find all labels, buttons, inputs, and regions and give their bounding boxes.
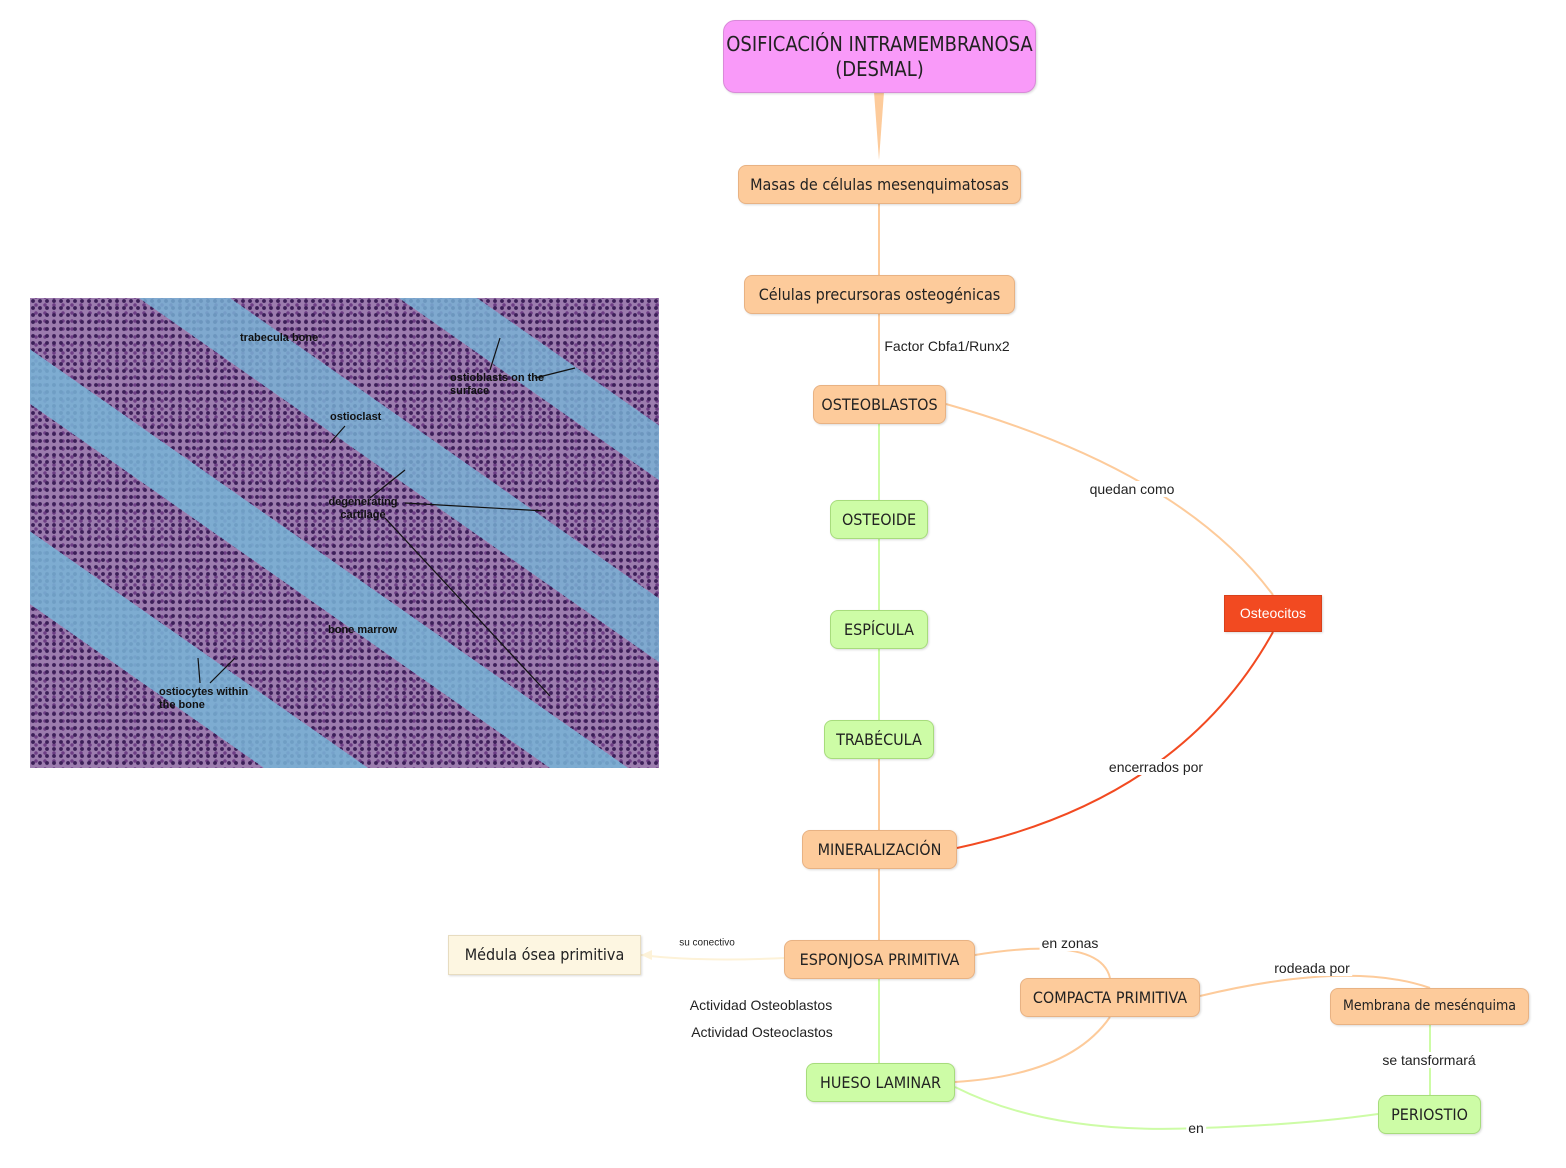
label-en: en [1186,1120,1206,1136]
label-su-conectivo: su conectivo [677,937,737,949]
micro-label-trabecula: trabecula bone [240,332,319,344]
label-encerrados-por: encerrados por [1106,759,1206,775]
node-mineralizacion[interactable]: MINERALIZACIÓN [802,830,957,869]
label-se-transformara: se tansformará [1380,1052,1478,1068]
node-medula[interactable]: Médula ósea primitiva [448,935,641,975]
label-en-zonas: en zonas [1039,935,1101,951]
node-precursoras[interactable]: Células precursoras osteogénicas [744,275,1015,314]
micro-label-degenerating: degenerating cartilage [328,496,398,522]
node-osteoide[interactable]: OSTEOIDE [830,500,928,539]
node-masas[interactable]: Masas de células mesenquimatosas [738,165,1021,204]
micro-label-ostioclast: ostioclast [330,411,382,423]
node-compacta[interactable]: COMPACTA PRIMITIVA [1020,978,1200,1017]
micro-arrows [197,337,576,697]
bone-micrograph-image: trabecula bone ostioblasts on the surfac… [30,298,659,768]
micro-label-marrow: bone marrow [328,624,398,636]
node-hueso-laminar[interactable]: HUESO LAMINAR [806,1063,955,1102]
node-osteocitos[interactable]: Osteocitos [1224,595,1322,632]
micro-label-ostioblasts: ostioblasts on the surface [450,372,545,398]
node-osteoblastos[interactable]: OSTEOBLASTOS [813,385,946,424]
label-factor: Factor Cbfa1/Runx2 [882,338,1012,354]
node-membrana[interactable]: Membrana de mesénquima [1330,988,1529,1025]
title-node[interactable]: OSIFICACIÓN INTRAMEMBRANOSA (DESMAL) [723,20,1036,93]
label-quedan-como: quedan como [1087,481,1177,497]
micro-label-ostiocytes: ostiocytes within the bone [159,686,249,712]
label-rodeada-por: rodeada por [1272,960,1352,976]
node-espicula[interactable]: ESPÍCULA [830,610,928,649]
label-actividad-osteoblastos: Actividad Osteoblastos [687,997,835,1013]
node-trabecula[interactable]: TRABÉCULA [824,720,934,759]
node-periostio[interactable]: PERIOSTIO [1378,1095,1481,1134]
node-esponjosa[interactable]: ESPONJOSA PRIMITIVA [784,940,975,979]
label-actividad-osteoclastos: Actividad Osteoclastos [689,1024,835,1040]
